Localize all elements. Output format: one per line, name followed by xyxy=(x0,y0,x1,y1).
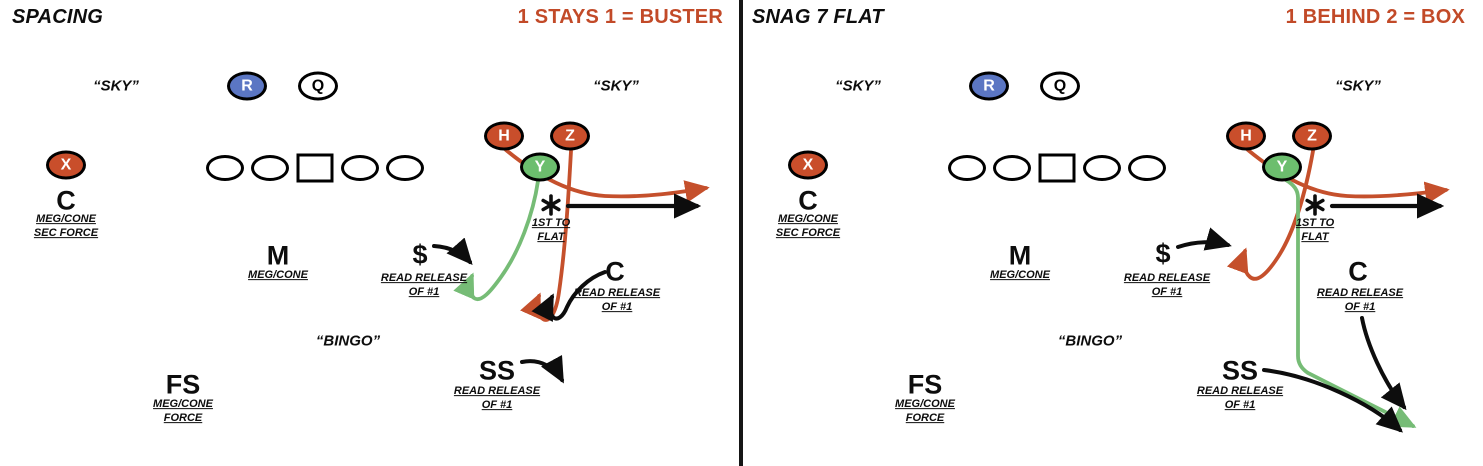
coverage-call-sky-right: “SKY” xyxy=(593,77,639,95)
defender-note: SEC FORCE xyxy=(775,227,841,240)
defender-note: OF #1 xyxy=(1224,399,1256,412)
lineman-oval xyxy=(341,155,379,181)
defender-note: FORCE xyxy=(905,412,945,425)
defender-free-safety: FS xyxy=(907,369,943,400)
lineman-oval xyxy=(386,155,424,181)
player-z: Z xyxy=(550,121,590,151)
player-h: H xyxy=(484,121,524,151)
defender-right-corner: C xyxy=(605,256,625,287)
center-square xyxy=(296,153,334,183)
defender-free-safety: FS xyxy=(165,369,201,400)
defender-strong-safety: SS xyxy=(478,355,516,386)
player-y: Y xyxy=(520,152,560,182)
route-z-hook-right xyxy=(1226,149,1315,281)
coverage-call-sky-left: “SKY” xyxy=(93,77,139,95)
defender-mike: M xyxy=(1008,240,1032,271)
panel-title: SPACING xyxy=(12,6,104,28)
flat-marker-asterisk xyxy=(1305,194,1325,216)
lineman-oval xyxy=(1128,155,1166,181)
center-square xyxy=(1038,153,1076,183)
player-r: R xyxy=(227,71,267,101)
route-y-snag-left xyxy=(453,179,540,301)
arrow-ss-left xyxy=(520,354,564,384)
flat-marker-note: FLAT xyxy=(537,231,565,244)
lineman-oval xyxy=(1083,155,1121,181)
defender-note: MEG/CONE xyxy=(778,213,838,226)
defender-left-corner: C xyxy=(56,185,76,216)
lineman-oval xyxy=(948,155,986,181)
defender-note: OF #1 xyxy=(601,301,633,314)
defender-right-corner: C xyxy=(1348,256,1368,287)
route-y-seam-right xyxy=(1284,178,1417,428)
arrow-money-right xyxy=(1176,227,1232,251)
defender-note: MEG/CONE xyxy=(36,213,96,226)
defender-note: MEG/CONE xyxy=(153,398,213,411)
defender-note: READ RELEASE xyxy=(380,272,468,285)
player-r: R xyxy=(969,71,1009,101)
defender-note: MEG/CONE xyxy=(248,269,308,282)
panel-subtitle: 1 STAYS 1 = BUSTER xyxy=(517,6,723,28)
defender-note: READ RELEASE xyxy=(1316,287,1404,300)
flat-marker-note: FLAT xyxy=(1301,231,1329,244)
defender-note: OF #1 xyxy=(1344,301,1376,314)
coverage-call-sky-left: “SKY” xyxy=(835,77,881,95)
player-q: Q xyxy=(1040,71,1080,101)
lineman-oval xyxy=(251,155,289,181)
player-x: X xyxy=(788,150,828,180)
panel-title: SNAG 7 FLAT xyxy=(752,6,884,28)
player-x: X xyxy=(46,150,86,180)
arrow-corner-left xyxy=(531,270,607,323)
defender-money: $ xyxy=(412,239,428,270)
arrow-ss-right xyxy=(1262,368,1403,433)
arrow-money-left xyxy=(432,237,473,266)
player-h: H xyxy=(1226,121,1266,151)
player-z: Z xyxy=(1292,121,1332,151)
lineman-oval xyxy=(206,155,244,181)
defender-left-corner: C xyxy=(798,185,818,216)
defender-note: READ RELEASE xyxy=(1123,272,1211,285)
defender-strong-safety: SS xyxy=(1221,355,1259,386)
flat-marker-asterisk xyxy=(541,194,561,216)
defender-note: OF #1 xyxy=(1151,286,1183,299)
player-y: Y xyxy=(1262,152,1302,182)
defender-note: SEC FORCE xyxy=(33,227,99,240)
player-q: Q xyxy=(298,71,338,101)
defender-note: READ RELEASE xyxy=(573,287,661,300)
defender-money: $ xyxy=(1155,238,1171,269)
panel-divider xyxy=(739,0,743,466)
defender-note: MEG/CONE xyxy=(895,398,955,411)
mid-call-bingo: “BINGO” xyxy=(315,332,381,350)
defender-note: OF #1 xyxy=(481,399,513,412)
defender-note: READ RELEASE xyxy=(453,385,541,398)
defender-note: READ RELEASE xyxy=(1196,385,1284,398)
defender-note: FORCE xyxy=(163,412,203,425)
mid-call-bingo: “BINGO” xyxy=(1057,332,1123,350)
arrow-corner-right xyxy=(1360,316,1407,411)
flat-marker-note: 1ST TO xyxy=(1295,217,1335,230)
defender-note: MEG/CONE xyxy=(990,269,1050,282)
defender-mike: M xyxy=(266,240,290,271)
flat-marker-note: 1ST TO xyxy=(531,217,571,230)
defender-note: OF #1 xyxy=(408,286,440,299)
panel-subtitle: 1 BEHIND 2 = BOX xyxy=(1285,6,1465,28)
lineman-oval xyxy=(993,155,1031,181)
coverage-call-sky-right: “SKY” xyxy=(1335,77,1381,95)
